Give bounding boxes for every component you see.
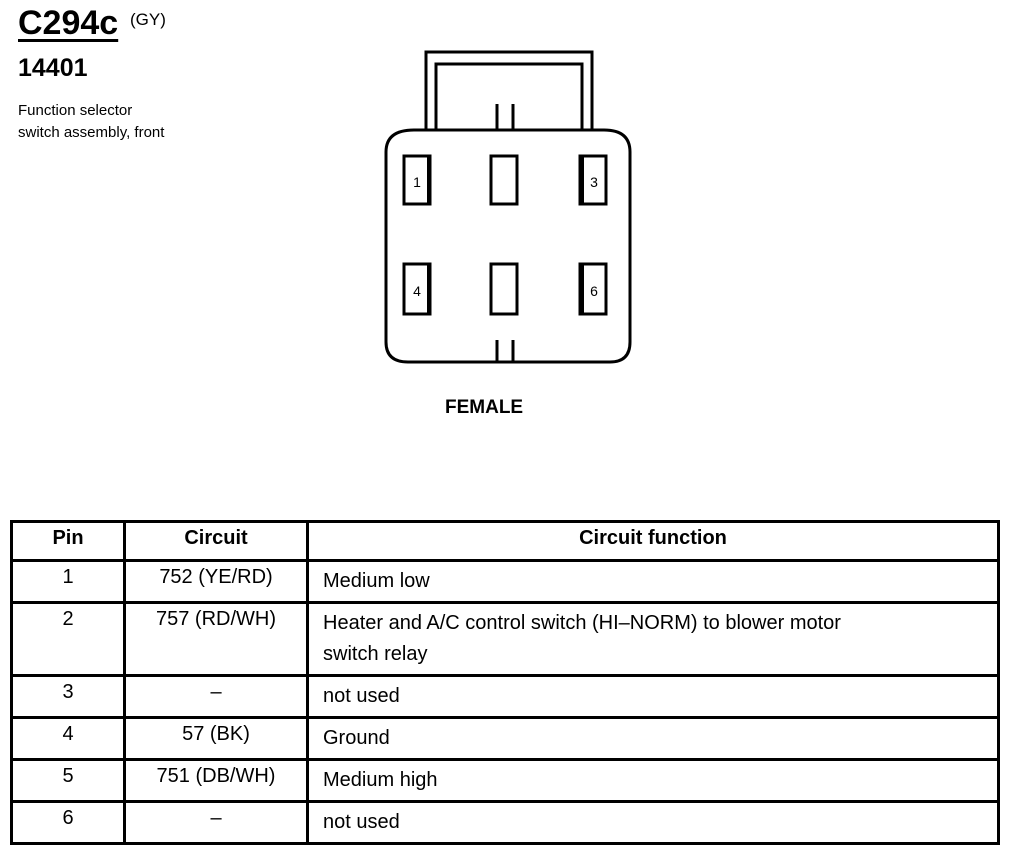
cavity-4: 4 (402, 262, 432, 316)
cavity-2 (489, 154, 519, 206)
function-cell: not used (306, 674, 1000, 719)
function-cell: Medium low (306, 559, 1000, 604)
circuit-cell: – (123, 800, 309, 845)
circuit-cell: 57 (BK) (123, 716, 309, 761)
pin-cell: 5 (10, 758, 126, 803)
cavity-1: 1 (402, 154, 432, 206)
table-row: 4 57 (BK) Ground (10, 716, 1000, 761)
table-row: 3 – not used (10, 674, 1000, 719)
connector-key (495, 340, 515, 362)
cavity-6-label: 6 (590, 283, 598, 299)
table-row: 1 752 (YE/RD) Medium low (10, 559, 1000, 604)
connector-description: Function selector switch assembly, front (18, 100, 164, 144)
circuit-cell: 751 (DB/WH) (123, 758, 309, 803)
function-cell: Medium high (306, 758, 1000, 803)
pinout-table: Pin Circuit Circuit function 1 752 (YE/R… (10, 520, 1000, 845)
color-code: (GY) (130, 10, 166, 29)
connector-latch (424, 50, 594, 130)
pin-cell: 6 (10, 800, 126, 845)
table-row: 6 – not used (10, 800, 1000, 845)
table-row: 5 751 (DB/WH) Medium high (10, 758, 1000, 803)
function-cell: Heater and A/C control switch (HI–NORM) … (306, 601, 1000, 677)
table-header-row: Pin Circuit Circuit function (10, 520, 1000, 562)
table-row: 2 757 (RD/WH) Heater and A/C control swi… (10, 601, 1000, 677)
pin-cell: 3 (10, 674, 126, 719)
cavity-4-label: 4 (413, 283, 421, 299)
cavity-5 (489, 262, 519, 316)
circuit-cell: 757 (RD/WH) (123, 601, 309, 677)
column-header-pin: Pin (10, 520, 126, 562)
part-number: 14401 (18, 54, 88, 82)
column-header-circuit: Circuit (123, 520, 309, 562)
function-cell: not used (306, 800, 1000, 845)
column-header-circuit-function: Circuit function (306, 520, 1000, 562)
cavity-1-label: 1 (413, 174, 421, 190)
pin-cell: 4 (10, 716, 126, 761)
description-line-1: Function selector (18, 102, 133, 119)
function-cell: Ground (306, 716, 1000, 761)
pin-cell: 1 (10, 559, 126, 604)
connector-body (384, 128, 632, 364)
circuit-cell: – (123, 674, 309, 719)
connector-id: C294c (18, 4, 119, 42)
circuit-cell: 752 (YE/RD) (123, 559, 309, 604)
cavity-6: 6 (578, 262, 608, 316)
description-line-2: switch assembly, front (18, 124, 165, 141)
cavity-3-label: 3 (590, 174, 598, 190)
connector-face-diagram: 1 3 4 6 (384, 50, 632, 364)
cavity-3: 3 (578, 154, 608, 206)
gender-label: FEMALE (445, 397, 524, 418)
pin-cell: 2 (10, 601, 126, 677)
